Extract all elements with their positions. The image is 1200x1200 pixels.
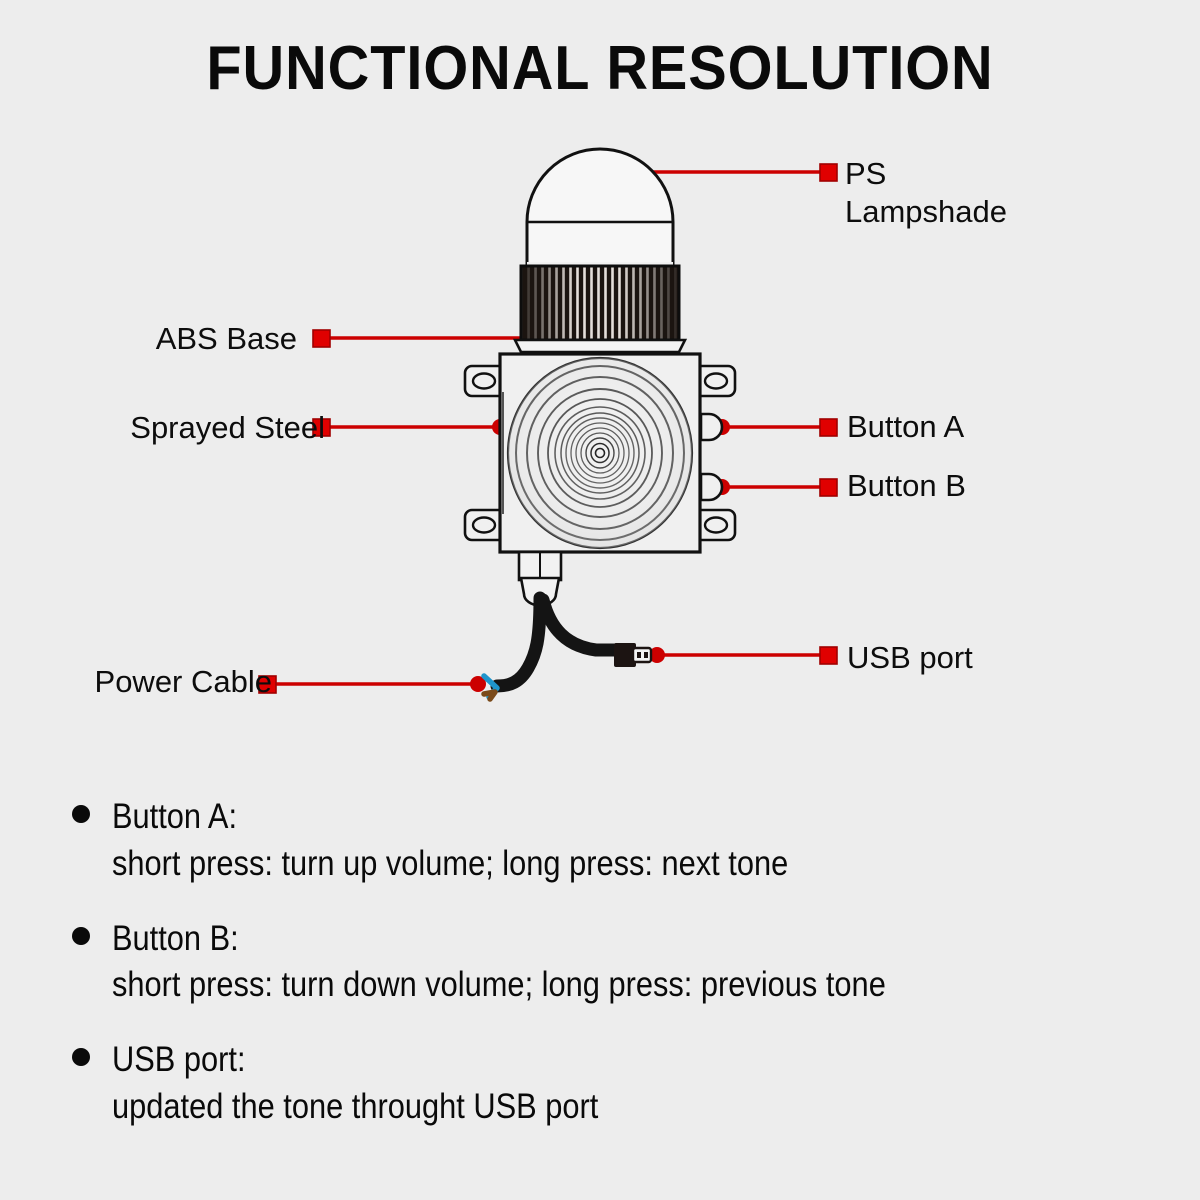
notes-list: Button A: short press: turn up volume; l… [72,795,1172,1160]
note-item: USB port: updated the tone throught USB … [72,1038,1172,1130]
cable-gland [517,550,563,607]
square-usb-port [819,646,838,665]
bullet-icon [72,805,90,823]
callout-label-abs-base: ABS Base [155,321,297,356]
cone-shading [508,358,692,548]
note-body: short press: turn up volume; long press:… [112,843,789,883]
square-power-cable [258,675,277,694]
button-a-shape [699,412,724,442]
callout-label-button-a: Button A [847,409,965,444]
sprayed-steel-body [463,352,737,554]
square-sprayed-steel [312,418,331,437]
mounting-hole-tr [703,372,729,390]
cable-branch-usb [536,593,624,657]
square-button-b [819,478,838,497]
callout-label-sprayed-steel: Sprayed Steel [130,410,325,445]
leader-squares [258,163,838,694]
note-item: Button A: short press: turn up volume; l… [72,795,1172,887]
micro-usb-plug [614,643,653,667]
product-diagram: PS Lampshade ABS Base Sprayed Steel Butt… [94,147,1008,702]
power-cable [490,591,624,693]
callout-label-ps-lampshade: PS Lampshade [845,156,1008,229]
mounting-hole-br [703,516,729,534]
brown-wire [481,689,498,702]
note-title: USB port: [112,1040,246,1080]
dot-usb-port [649,647,665,663]
wire-ends [481,673,500,702]
cable-main-down [490,591,547,693]
square-button-a [819,418,838,437]
side-buttons [699,412,724,502]
button-b-shape [699,472,724,502]
abs-ribbed-base [512,264,688,354]
bullet-icon [72,1048,90,1067]
square-ps-lampshade [819,163,838,182]
bullet-icon [72,926,90,945]
note-item: Button B: short press: turn down volume;… [72,917,1172,1009]
mounting-hole-bl [471,516,497,534]
callout-label-usb-port: USB port [847,640,973,675]
dot-power-cable [470,676,486,692]
note-body: short press: turn down volume; long pres… [112,965,886,1005]
callout-label-button-b: Button B [847,468,966,503]
callout-label-power-cable: Power Cable [94,664,272,699]
square-abs-base [312,329,331,348]
mounting-hole-tl [471,372,497,390]
note-body: updated the tone throught USB port [112,1086,599,1126]
note-title: Button A: [112,797,238,836]
note-title: Button B: [112,918,239,958]
page-title: FUNCTIONAL RESOLUTION [206,34,994,103]
ps-lampshade-dome [525,147,675,274]
